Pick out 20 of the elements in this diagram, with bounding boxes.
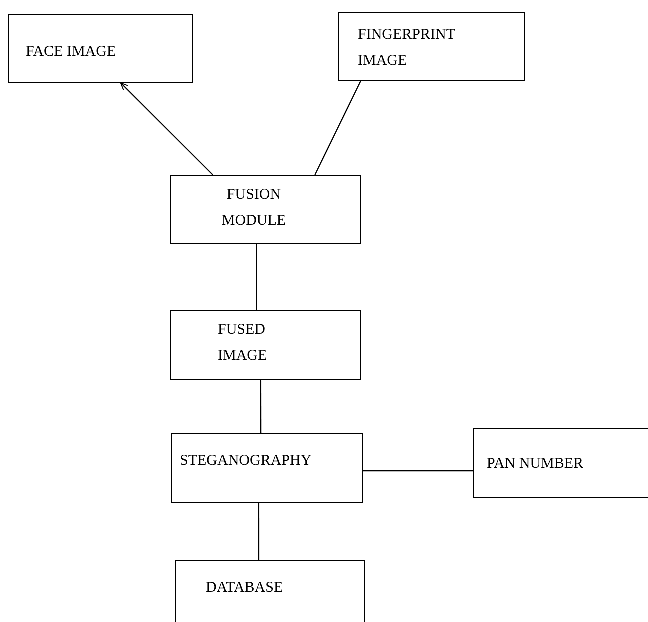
connector-line [256, 244, 258, 310]
box-label: FUSION MODULE [220, 186, 288, 231]
box-label: FUSED IMAGE [217, 321, 268, 366]
process-box [171, 433, 363, 503]
connector-line [314, 80, 362, 176]
process-box [170, 175, 361, 244]
process-box [175, 560, 365, 622]
connector-line [363, 470, 473, 472]
connector-line [120, 82, 214, 176]
process-box [473, 428, 648, 498]
process-box [338, 12, 525, 81]
box-label: DATABASE [205, 579, 284, 598]
connector-line [258, 503, 260, 560]
box-label: PAN NUMBER [486, 455, 585, 474]
connector-line [260, 380, 262, 433]
box-label: FACE IMAGE [25, 43, 118, 62]
box-label: FINGERPRINT IMAGE [357, 26, 456, 71]
process-box [8, 14, 193, 83]
process-box [170, 310, 361, 380]
box-label: STEGANOGRAPHY [179, 452, 313, 471]
